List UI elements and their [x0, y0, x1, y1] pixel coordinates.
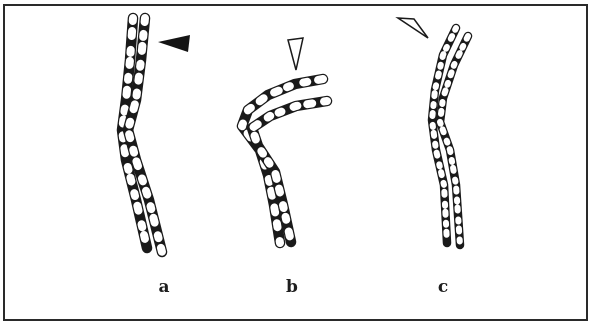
panel-label-a: a — [154, 277, 174, 297]
panel-label-b: b — [282, 277, 302, 297]
panel-label-c: c — [433, 277, 453, 297]
